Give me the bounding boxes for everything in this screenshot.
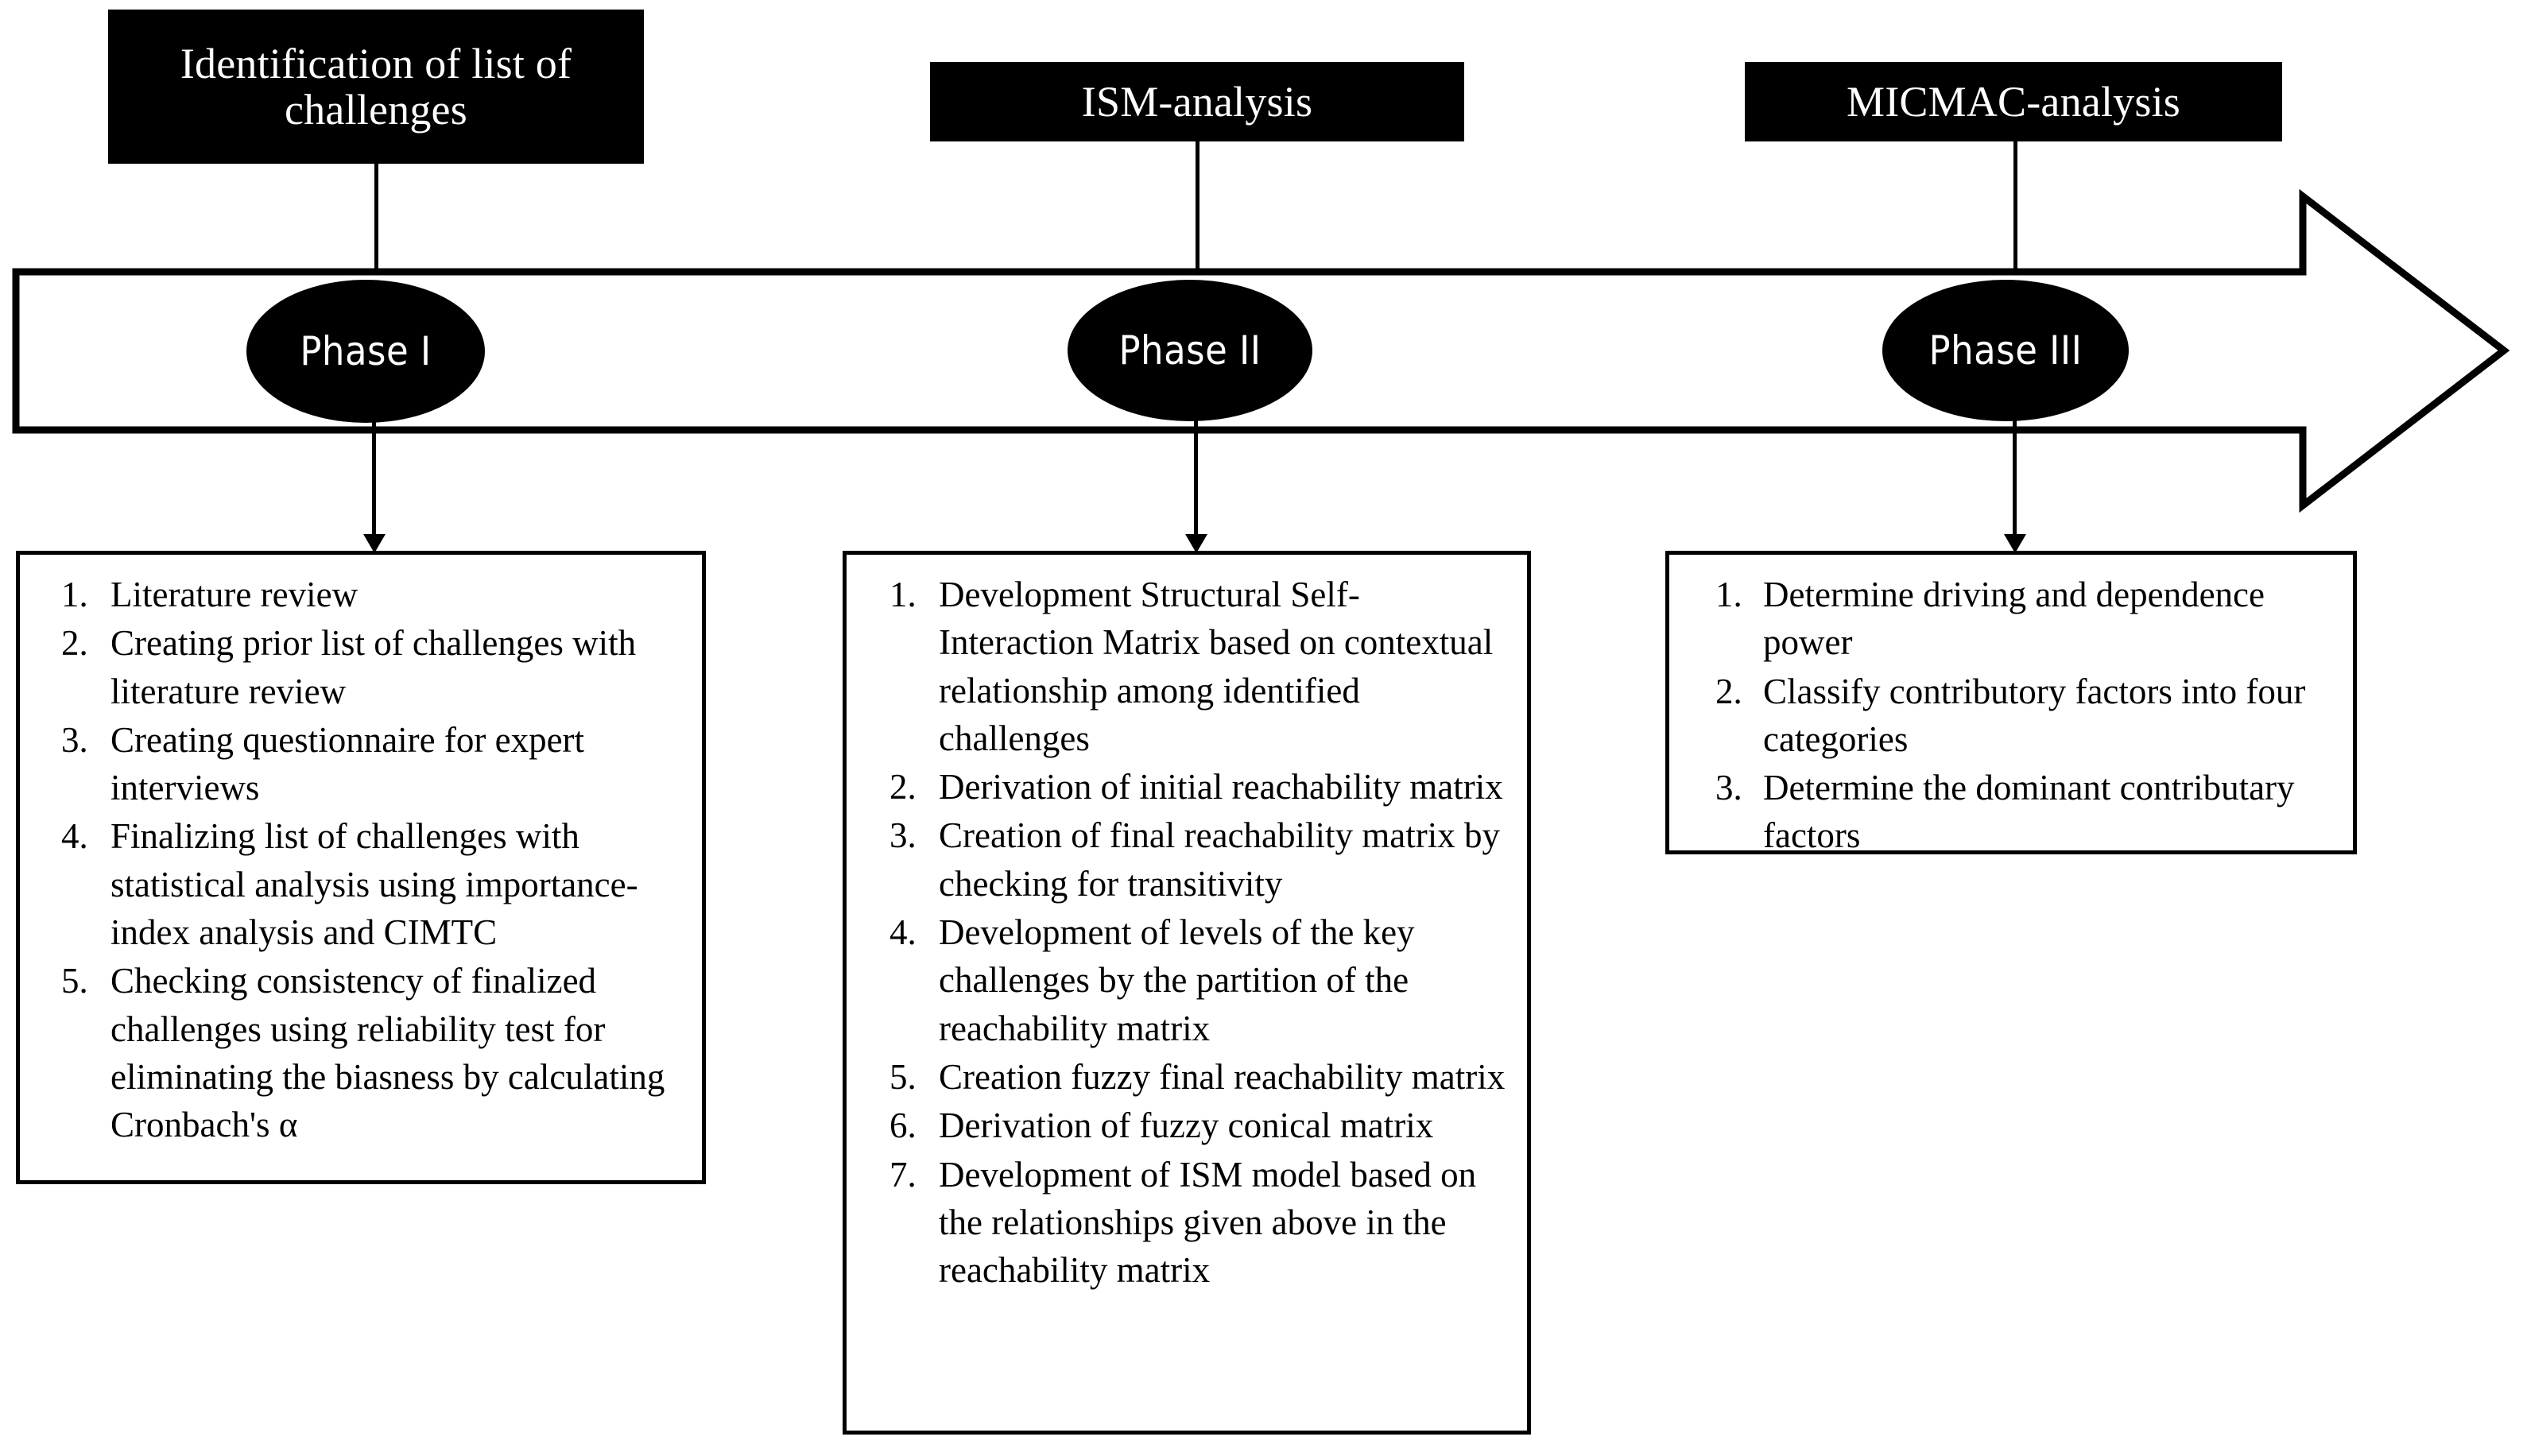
arrow-shaft <box>1194 420 1198 536</box>
list-item-number: 2. <box>61 623 88 664</box>
connector-line-header-3 <box>2013 141 2017 275</box>
list-item: 3. Determine the dominant contributary fa… <box>1680 764 2340 860</box>
down-arrow-phase-2 <box>1183 420 1210 553</box>
phase-ellipse-1: Phase I <box>246 280 485 423</box>
connector-line-header-2 <box>1196 141 1199 275</box>
list-item-text: Creation of final reachability matrix by… <box>939 815 1501 904</box>
list-item: 7. Development of ISM model based on the … <box>858 1151 1514 1295</box>
list-item: 1. Literature review <box>31 571 689 618</box>
phase-ellipse-2: Phase II <box>1068 280 1312 421</box>
step-list: 1. Literature review 2. Creating prior list… <box>31 571 689 1149</box>
arrow-head-icon <box>363 534 386 553</box>
list-item-number: 5. <box>889 1056 917 1097</box>
down-arrow-phase-3 <box>2002 420 2029 553</box>
connector-line-header-1 <box>374 164 378 275</box>
list-item: 3. Creating questionnaire for expert inte… <box>31 716 689 812</box>
list-item-number: 2. <box>889 767 917 807</box>
list-item-number: 7. <box>889 1154 917 1195</box>
header-banner-ism-analysis: ISM-analysis <box>930 62 1464 141</box>
down-arrow-phase-1 <box>361 421 388 553</box>
list-item-text: Development Structural Self-Interaction … <box>939 575 1494 758</box>
list-item-text: Determine the dominant contributary fact… <box>1763 768 2295 856</box>
list-item-text: Creating questionnaire for expert interv… <box>110 719 585 808</box>
list-item: 1. Determine driving and dependence power <box>1680 571 2340 667</box>
list-item-text: Determine driving and dependence power <box>1763 575 2265 663</box>
list-item-number: 3. <box>61 719 88 760</box>
list-item: 4. Finalizing list of challenges with sta… <box>31 812 689 956</box>
list-item-number: 3. <box>889 815 917 856</box>
header-banner-identification: Identification of list of challenges <box>108 10 644 164</box>
header-banner-micmac-analysis: MICMAC-analysis <box>1745 62 2282 141</box>
list-item: 3. Creation of final reachability matrix … <box>858 811 1514 908</box>
arrow-head-icon <box>1185 534 1207 553</box>
list-item-number: 2. <box>1715 671 1742 711</box>
list-item-text: Development of levels of the key challen… <box>939 912 1415 1048</box>
list-item-text: Creating prior list of challenges with l… <box>110 623 637 711</box>
list-item: 5. Checking consistency of finalized chal… <box>31 957 689 1148</box>
list-item-text: Literature review <box>110 575 358 614</box>
arrow-shaft <box>2013 420 2017 536</box>
list-item-text: Creation fuzzy final reachability matrix <box>939 1056 1506 1097</box>
list-item-number: 5. <box>61 961 88 1001</box>
list-item: 6. Derivation of fuzzy conical matrix <box>858 1102 1514 1149</box>
arrow-head-icon <box>2004 534 2026 553</box>
arrow-shaft <box>372 421 376 536</box>
step-list: 1. Development Structural Self-Interactio… <box>858 571 1514 1294</box>
list-item-number: 1. <box>61 575 88 614</box>
list-item: 2. Creating prior list of challenges with… <box>31 619 689 715</box>
list-item-text: Derivation of fuzzy conical matrix <box>939 1106 1434 1146</box>
phase-ellipse-3: Phase III <box>1882 280 2129 421</box>
phase-1-step-list-box: 1. Literature review 2. Creating prior list… <box>16 551 706 1184</box>
list-item: 4. Development of levels of the key chall… <box>858 908 1514 1052</box>
list-item-number: 3. <box>1715 768 1742 808</box>
list-item-text: Checking consistency of finalized challe… <box>110 961 665 1145</box>
list-item-text: Development of ISM model based on the re… <box>939 1154 1477 1291</box>
list-item-text: Classify contributory factors into four … <box>1763 671 2306 759</box>
list-item-number: 1. <box>1715 575 1742 614</box>
list-item-text: Finalizing list of challenges with stati… <box>110 816 638 953</box>
list-item-number: 4. <box>61 816 88 857</box>
phase-3-step-list-box: 1. Determine driving and dependence power… <box>1665 551 2357 855</box>
phase-2-step-list-box: 1. Development Structural Self-Interactio… <box>843 551 1531 1435</box>
list-item-number: 4. <box>889 912 917 953</box>
list-item: 5. Creation fuzzy final reachability matr… <box>858 1053 1514 1101</box>
list-item: 2. Derivation of initial reachability mat… <box>858 763 1514 811</box>
list-item-text: Derivation of initial reachability matri… <box>939 767 1503 807</box>
list-item-number: 6. <box>889 1106 917 1146</box>
list-item: 1. Development Structural Self-Interactio… <box>858 571 1514 762</box>
list-item-number: 1. <box>889 575 917 614</box>
list-item: 2. Classify contributory factors into fou… <box>1680 668 2340 764</box>
step-list: 1. Determine driving and dependence power… <box>1680 571 2340 860</box>
